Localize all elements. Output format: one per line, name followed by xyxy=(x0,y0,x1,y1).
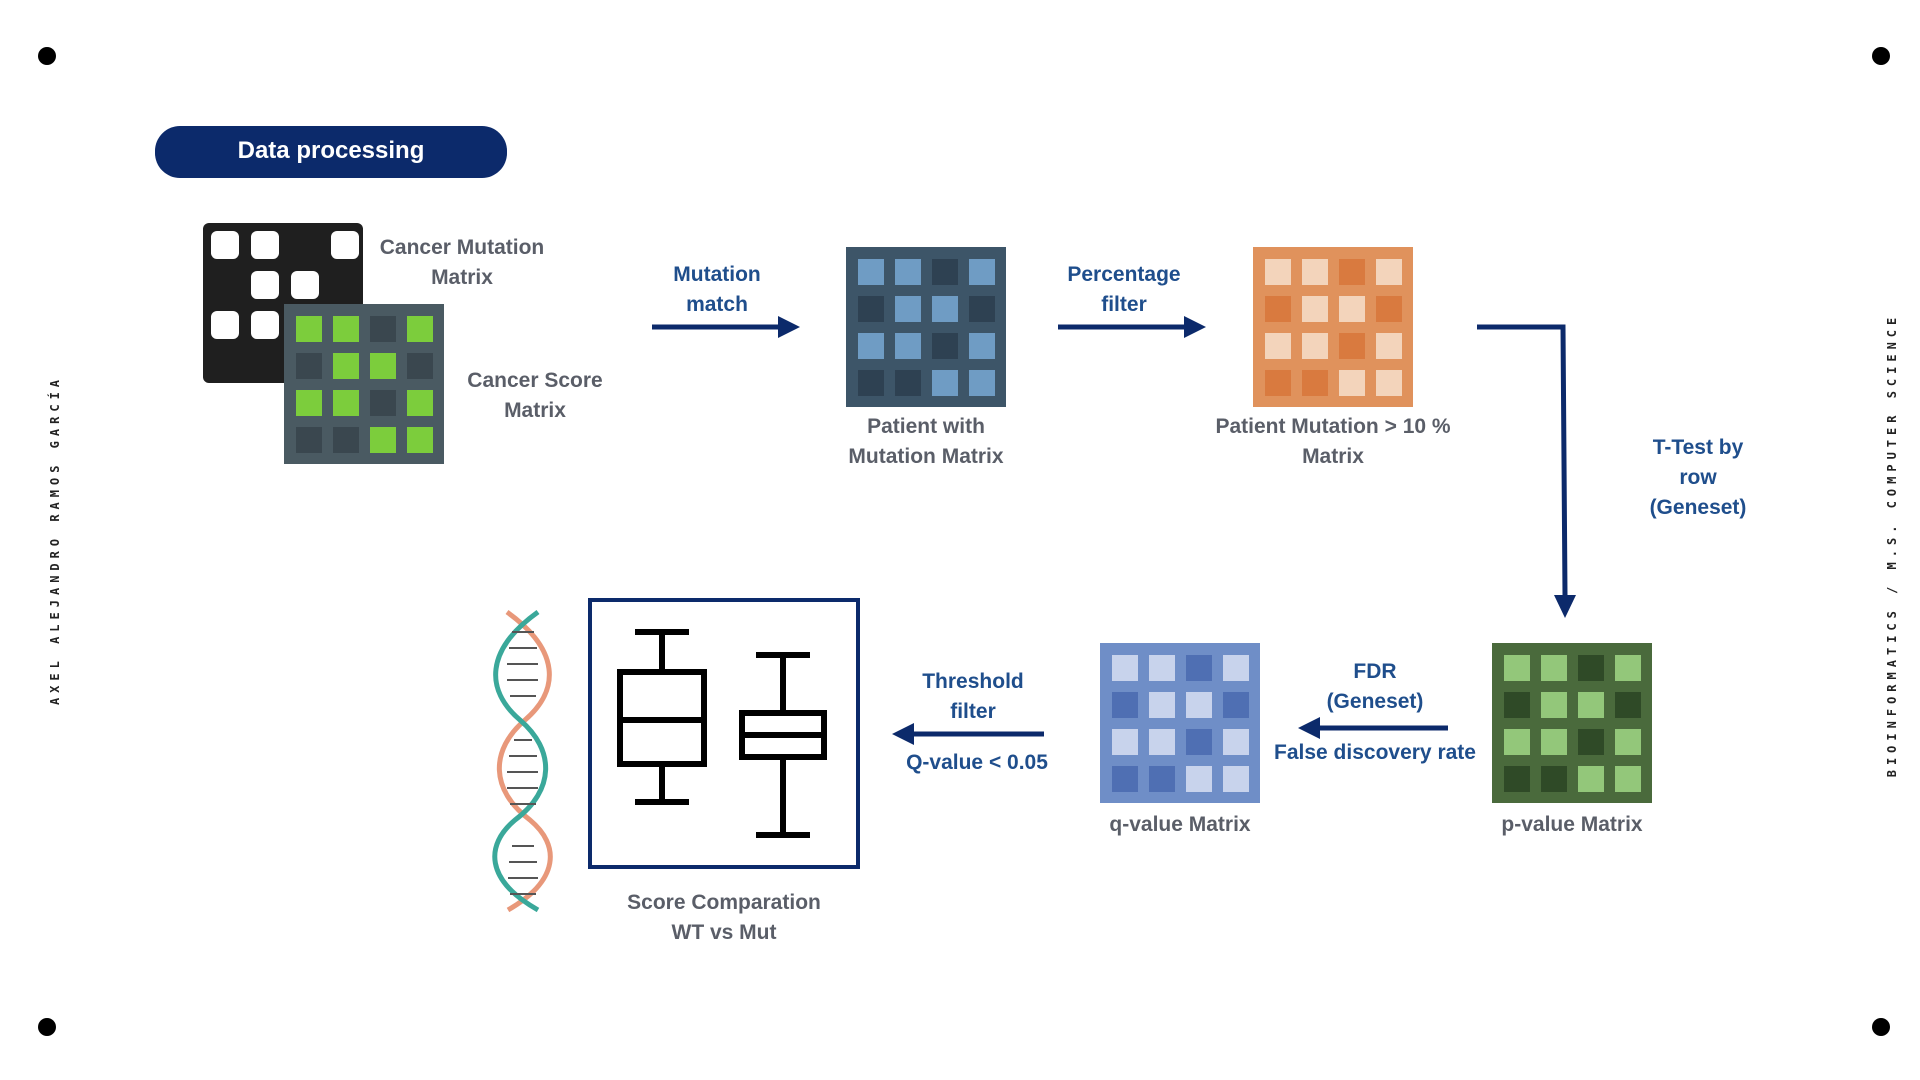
pvalue-matrix-icon xyxy=(1492,643,1652,803)
qvalue-matrix-icon xyxy=(1100,643,1260,803)
boxplot-icon xyxy=(588,598,860,869)
qvalue-label: q-value Matrix xyxy=(1109,813,1251,836)
patient-pct-label: Patient Mutation > 10 %Matrix xyxy=(1215,415,1451,468)
section-title: Data processing xyxy=(155,126,507,176)
arrow-mutation-match xyxy=(652,316,800,338)
patient-mutation-matrix-icon xyxy=(846,247,1006,407)
pvalue-label: p-value Matrix xyxy=(1501,813,1643,836)
qvalue-condition-label: Q-value < 0.05 xyxy=(906,751,1048,774)
corner-dot xyxy=(1872,47,1890,65)
fdr-full-label: False discovery rate xyxy=(1274,741,1476,764)
corner-dot xyxy=(38,1018,56,1036)
fdr-label: FDR(Geneset) xyxy=(1326,660,1424,713)
arrow-fdr xyxy=(1298,717,1448,739)
cancer-score-matrix-icon xyxy=(284,304,444,464)
dna-icon xyxy=(492,609,553,913)
arrow-threshold xyxy=(892,723,1044,745)
patient-pct-matrix-icon xyxy=(1253,247,1413,407)
corner-dot xyxy=(1872,1018,1890,1036)
arrow-percentage-filter xyxy=(1058,316,1206,338)
corner-dot xyxy=(38,47,56,65)
arrow-ttest xyxy=(1477,324,1576,618)
